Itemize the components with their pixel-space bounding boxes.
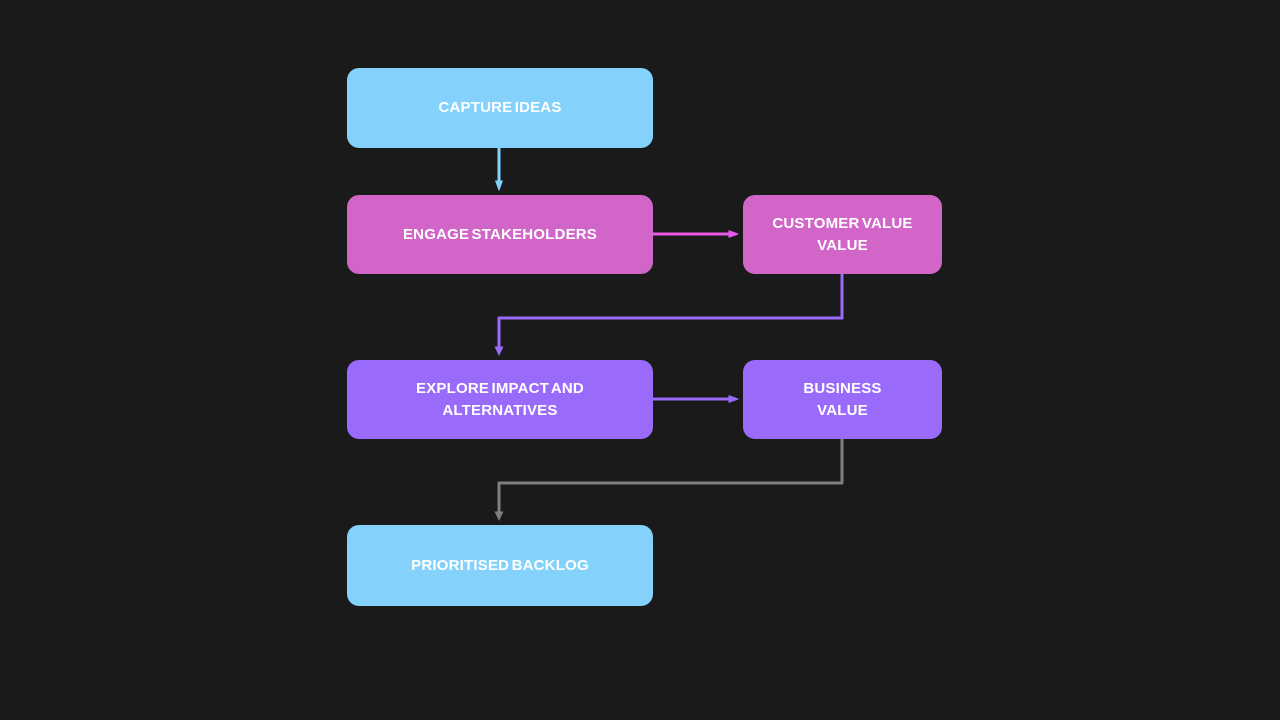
node-explore-impact-and-alternatives[interactable]: EXPLORE IMPACT AND ALTERNATIVES	[347, 360, 653, 439]
node-prioritised-backlog[interactable]: PRIORITISED BACKLOG	[347, 525, 653, 606]
edge-customer-value-to-explore	[494, 274, 844, 356]
node-capture-ideas[interactable]: CAPTURE IDEAS	[347, 68, 653, 148]
node-label: CAPTURE IDEAS	[438, 99, 562, 116]
node-label: PRIORITISED BACKLOG	[411, 556, 589, 574]
node-label: CUSTOMER VALUE VALUE	[772, 214, 913, 254]
node-customer-value[interactable]: CUSTOMER VALUE VALUE	[743, 195, 942, 274]
edge-business-value-to-backlog	[494, 439, 844, 521]
node-label: ENGAGE STAKEHOLDERS	[402, 225, 598, 243]
node-business-value[interactable]: BUSINESS VALUE	[743, 360, 942, 439]
node-engage-stakeholders[interactable]: ENGAGE STAKEHOLDERS	[347, 195, 653, 274]
node-label: EXPLORE IMPACT AND ALTERNATIVES	[416, 379, 584, 419]
node-label: BUSINESS VALUE	[803, 379, 882, 419]
